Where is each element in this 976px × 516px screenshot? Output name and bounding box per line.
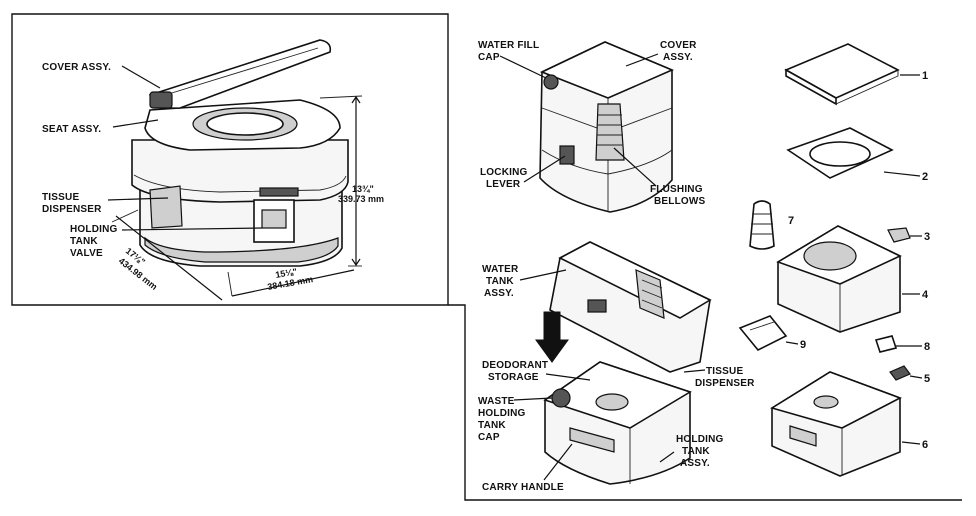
dim-height-mm: 339.73 mm bbox=[338, 194, 384, 204]
label-holding-tank-valve-2: TANK bbox=[70, 236, 98, 247]
part-number-4: 4 bbox=[922, 289, 929, 301]
label-holding-tank-valve-1: HOLDING bbox=[70, 224, 118, 235]
label-cover-assy: COVER ASSY. bbox=[42, 62, 111, 73]
part-number-6: 6 bbox=[922, 439, 928, 451]
dim-height-in: 13¾" bbox=[352, 184, 374, 194]
label-holding-tank-assy-3: ASSY. bbox=[680, 458, 710, 469]
part-number-7: 7 bbox=[788, 215, 794, 227]
label-holding-tank-valve-3: VALVE bbox=[70, 248, 103, 259]
part-number-3: 3 bbox=[924, 231, 930, 243]
label-locking-lever-1: LOCKING bbox=[480, 167, 528, 178]
exploded-parts: 1 2 3 4 5 6 7 8 bbox=[738, 43, 930, 477]
label-holding-tank-assy-2: TANK bbox=[682, 446, 710, 457]
assembled-toilet-illustration bbox=[131, 39, 349, 267]
dimension-lines: 13¾" 339.73 mm 17⅛" 434.98 mm 15⅛" 384.1… bbox=[111, 95, 384, 301]
label-deodorant-storage-2: STORAGE bbox=[488, 372, 539, 383]
label-tissue-dispenser-1: TISSUE bbox=[42, 192, 79, 203]
label-tissue-dispenser-right-2: DISPENSER bbox=[695, 378, 755, 389]
label-flushing-bellows-1: FLUSHING bbox=[650, 184, 703, 195]
part-number-2: 2 bbox=[922, 171, 928, 183]
dim-width-in: 15⅛" bbox=[275, 266, 298, 280]
label-tissue-dispenser-2: DISPENSER bbox=[42, 204, 102, 215]
label-waste-holding-tank-cap-3: TANK bbox=[478, 420, 506, 431]
label-tissue-dispenser-right-1: TISSUE bbox=[706, 366, 743, 377]
label-cover-assy-right-1: COVER bbox=[660, 40, 697, 51]
label-water-tank-assy-1: WATER bbox=[482, 264, 519, 275]
label-water-tank-assy-2: TANK bbox=[486, 276, 514, 287]
part-number-8: 8 bbox=[924, 341, 930, 353]
label-holding-tank-assy-1: HOLDING bbox=[676, 434, 724, 445]
label-locking-lever-2: LEVER bbox=[486, 179, 521, 190]
label-seat-assy: SEAT ASSY. bbox=[42, 124, 101, 135]
right-panel-frame bbox=[448, 304, 962, 501]
part-number-9: 9 bbox=[800, 339, 806, 351]
label-carry-handle: CARRY HANDLE bbox=[482, 482, 564, 493]
label-flushing-bellows-2: BELLOWS bbox=[654, 196, 706, 207]
closed-unit-illustration bbox=[539, 41, 675, 213]
label-water-fill-cap-1: WATER FILL bbox=[478, 40, 539, 51]
part-number-5: 5 bbox=[924, 373, 930, 385]
label-cover-assy-right-2: ASSY. bbox=[663, 52, 693, 63]
label-waste-holding-tank-cap-4: CAP bbox=[478, 432, 500, 443]
label-deodorant-storage-1: DEODORANT bbox=[482, 360, 548, 371]
label-water-tank-assy-3: ASSY. bbox=[484, 288, 514, 299]
label-water-fill-cap-2: CAP bbox=[478, 52, 500, 63]
down-arrow bbox=[535, 311, 569, 363]
part-number-1: 1 bbox=[922, 70, 928, 82]
label-waste-holding-tank-cap-2: HOLDING bbox=[478, 408, 526, 419]
separated-tanks-labels: WATER TANK ASSY. DEODORANT STORAGE TISSU… bbox=[478, 264, 755, 493]
left-labels: COVER ASSY. SEAT ASSY. TISSUE DISPENSER … bbox=[42, 62, 263, 259]
separated-tanks-illustration bbox=[535, 241, 712, 485]
closed-unit-labels: WATER FILL CAP COVER ASSY. LOCKING LEVER… bbox=[478, 40, 706, 207]
label-waste-holding-tank-cap-1: WASTE bbox=[478, 396, 515, 407]
